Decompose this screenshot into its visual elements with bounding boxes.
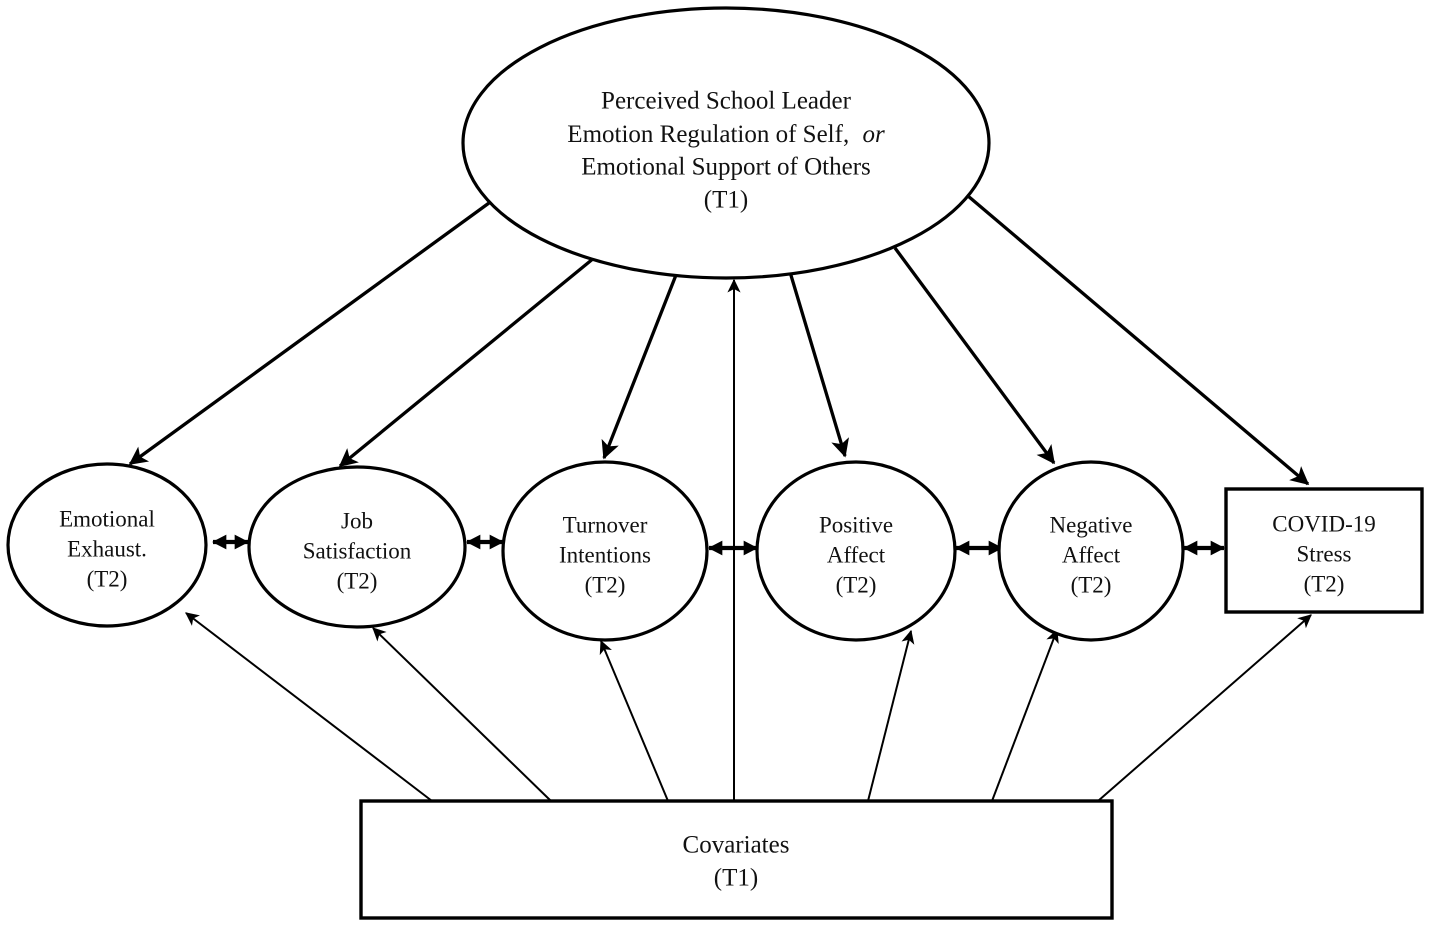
node-negative-affect[interactable]: Negative Affect (T2) [997,460,1185,642]
node-emotional-exhaustion[interactable]: Emotional Exhaust. (T2) [6,462,208,628]
node-covariates[interactable]: Covariates (T1) [359,799,1114,920]
negative-affect-label-line1: Negative [1049,512,1132,537]
edge-covariates-to-covid-19-stress [1097,614,1312,802]
covariates-label-time: (T1) [714,865,758,892]
positive-affect-ellipse-shape[interactable] [755,460,957,642]
node-turnover-intentions[interactable]: Turnover Intentions (T2) [501,460,709,642]
job-satisfaction-ellipse-shape[interactable] [247,465,467,629]
edge-predictor-to-positive-affect [788,271,849,458]
edge-predictor-to-turnover-intentions [601,274,678,460]
predictor-label-time: (T1) [704,187,748,214]
node-covid-19-stress[interactable]: COVID-19 Stress (T2) [1224,487,1424,614]
predictor-label-line2-main: Emotion Regulation of Self, [567,121,849,148]
turnover-intentions-label-time: (T2) [585,572,626,597]
emotional-exhaustion-ellipse-shape[interactable] [6,462,208,628]
positive-affect-label-line1: Positive [819,512,893,537]
turnover-intentions-label-line1: Turnover [563,512,648,537]
node-positive-affect[interactable]: Positive Affect (T2) [755,460,957,642]
covid-19-stress-label-line1: COVID-19 [1272,511,1376,536]
positive-affect-label-time: (T2) [836,572,877,597]
covid-19-stress-rect-shape[interactable] [1224,487,1424,614]
edge-predictor-to-job-satisfaction [338,256,596,468]
edge-predictor-to-negative-affect [893,247,1056,465]
edge-covariates-to-turnover-intentions [599,639,669,802]
predictor-label-line2-italic-or: or [862,121,885,148]
edge-covariates-to-job-satisfaction [372,627,552,802]
covid-19-stress-label-time: (T2) [1304,571,1345,596]
turnover-intentions-ellipse-shape[interactable] [501,460,709,642]
job-satisfaction-label-line2: Satisfaction [303,538,412,563]
edge-predictor-to-covid-19-stress [966,194,1310,486]
turnover-intentions-label-line2: Intentions [559,542,651,567]
correlation-edges [212,534,1225,556]
job-satisfaction-label-line1: Job [341,508,373,533]
positive-affect-label-line2: Affect [827,542,886,567]
predictor-ellipse-shape[interactable] [461,6,991,280]
negative-affect-label-time: (T2) [1071,572,1112,597]
job-satisfaction-label-time: (T2) [337,568,378,593]
node-job-satisfaction[interactable]: Job Satisfaction (T2) [247,465,467,629]
edge-predictor-to-emotional-exhaustion [128,201,490,466]
negative-affect-ellipse-shape[interactable] [997,460,1185,642]
covariates-label-line1: Covariates [683,832,790,859]
emotional-exhaustion-label-line2: Exhaust. [67,536,147,561]
negative-affect-label-line2: Affect [1062,542,1121,567]
covid-19-stress-label-line2: Stress [1297,541,1352,566]
edge-covariates-to-negative-affect [991,628,1059,802]
predictor-label-line1: Perceived School Leader [601,88,852,115]
edge-covariates-to-positive-affect [867,629,915,802]
predictor-label-line2: Emotion Regulation of Self, or [567,121,885,148]
predictor-effect-edges [128,194,1310,486]
edge-covariates-to-emotional-exhaustion [185,612,433,802]
covariates-rect-shape[interactable] [359,799,1114,920]
covariate-effect-edges [185,612,1312,802]
predictor-label-line3: Emotional Support of Others [581,154,871,181]
emotional-exhaustion-label-line1: Emotional [59,506,155,531]
emotional-exhaustion-label-time: (T2) [87,566,128,591]
node-perceived-school-leader[interactable]: Perceived School Leader Emotion Regulati… [461,6,991,280]
